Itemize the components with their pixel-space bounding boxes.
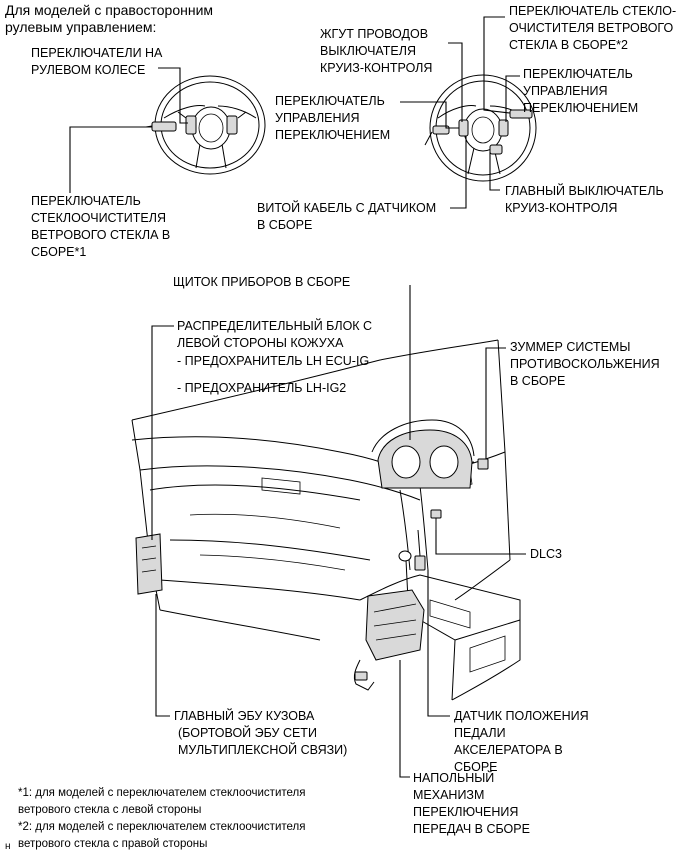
label-fuse-ig2: - ПРЕДОХРАНИТЕЛЬ LH-IG2	[177, 381, 347, 395]
steering-wheel-left	[154, 75, 266, 175]
heading-line-1: Для моделей с правосторонним	[5, 2, 214, 18]
heading-line-2: рулевым управлением:	[5, 19, 157, 35]
junction-block-part	[135, 533, 163, 595]
steering-pad-switch-left	[185, 115, 197, 135]
label-steering-pad-switches: ПЕРЕКЛЮЧАТЕЛИ НА РУЛЕВОМ КОЛЕСЕ	[31, 46, 163, 77]
wiper-switch-2-part	[509, 109, 533, 119]
label-main-body-ecu: ГЛАВНЫЙ ЭБУ КУЗОВА (БОРТОВОЙ ЭБУ СЕТИ МУ…	[174, 709, 348, 757]
corner-mark: н	[5, 841, 11, 852]
label-combination-meter: ЩИТОК ПРИБОРОВ В СБОРЕ	[173, 275, 351, 289]
combination-meter-part	[377, 429, 473, 489]
shift-control-switch-left-part	[458, 119, 469, 137]
dlc3-part	[430, 509, 442, 530]
label-wiper-switch-2: ПЕРЕКЛЮЧАТЕЛЬ СТЕКЛО- ОЧИСТИТЕЛЯ ВЕТРОВО…	[509, 4, 677, 52]
label-accel-pedal-sensor: ДАТЧИК ПОЛОЖЕНИЯ ПЕДАЛИ АКСЕЛЕРАТОРА В С…	[454, 709, 589, 774]
main-body-ecu-part	[353, 659, 375, 691]
shift-control-switch-right-part	[498, 119, 509, 137]
label-shift-control-right: ПЕРЕКЛЮЧАТЕЛЬ УПРАВЛЕНИЯ ПЕРЕКЛЮЧЕНИЕМ	[523, 67, 639, 115]
label-wiper-switch-1: ПЕРЕКЛЮЧАТЕЛЬ СТЕКЛООЧИСТИТЕЛЯ ВЕТРОВОГО…	[31, 194, 171, 259]
label-cruise-main-switch: ГЛАВНЫЙ ВЫКЛЮЧАТЕЛЬ КРУИЗ-КОНТРОЛЯ	[505, 184, 664, 215]
skid-buzzer-part	[477, 458, 489, 470]
footnote-2: *2: для моделей с переключателем стеклоо…	[18, 821, 306, 850]
label-shift-control-left: ПЕРЕКЛЮЧАТЕЛЬ УПРАВЛЕНИЯ ПЕРЕКЛЮЧЕНИЕМ	[275, 94, 391, 142]
accel-pedal-part	[414, 529, 426, 571]
label-dlc3: DLC3	[530, 547, 562, 561]
label-junction-block: РАСПРЕДЕЛИТЕЛЬНЫЙ БЛОК С ЛЕВОЙ СТОРОНЫ К…	[177, 319, 373, 350]
label-spiral-cable: ВИТОЙ КАБЕЛЬ С ДАТЧИКОМ В СБОРЕ	[257, 201, 437, 232]
footnote-1: *1: для моделей с переключателем стеклоо…	[18, 787, 306, 816]
steering-pad-switch-right	[226, 115, 238, 135]
steering-wheel-right	[424, 74, 537, 182]
label-cruise-harness: ЖГУТ ПРОВОДОВ ВЫКЛЮЧАТЕЛЯ КРУИЗ-КОНТРОЛЯ	[320, 27, 433, 75]
left-stalk-part	[432, 125, 450, 135]
label-fuse-ecu-ig: - ПРЕДОХРАНИТЕЛЬ LH ECU-IG	[177, 354, 370, 368]
floor-shift-part	[365, 589, 425, 661]
cruise-main-switch-part	[489, 144, 503, 155]
label-skid-buzzer: ЗУММЕР СИСТЕМЫ ПРОТИВОСКОЛЬЖЕНИЯ В СБОРЕ	[510, 340, 660, 388]
label-floor-shift: НАПОЛЬНЫЙ МЕХАНИЗМ ПЕРЕКЛЮЧЕНИЯ ПЕРЕДАЧ …	[413, 771, 530, 836]
leader-lines	[69, 16, 526, 778]
